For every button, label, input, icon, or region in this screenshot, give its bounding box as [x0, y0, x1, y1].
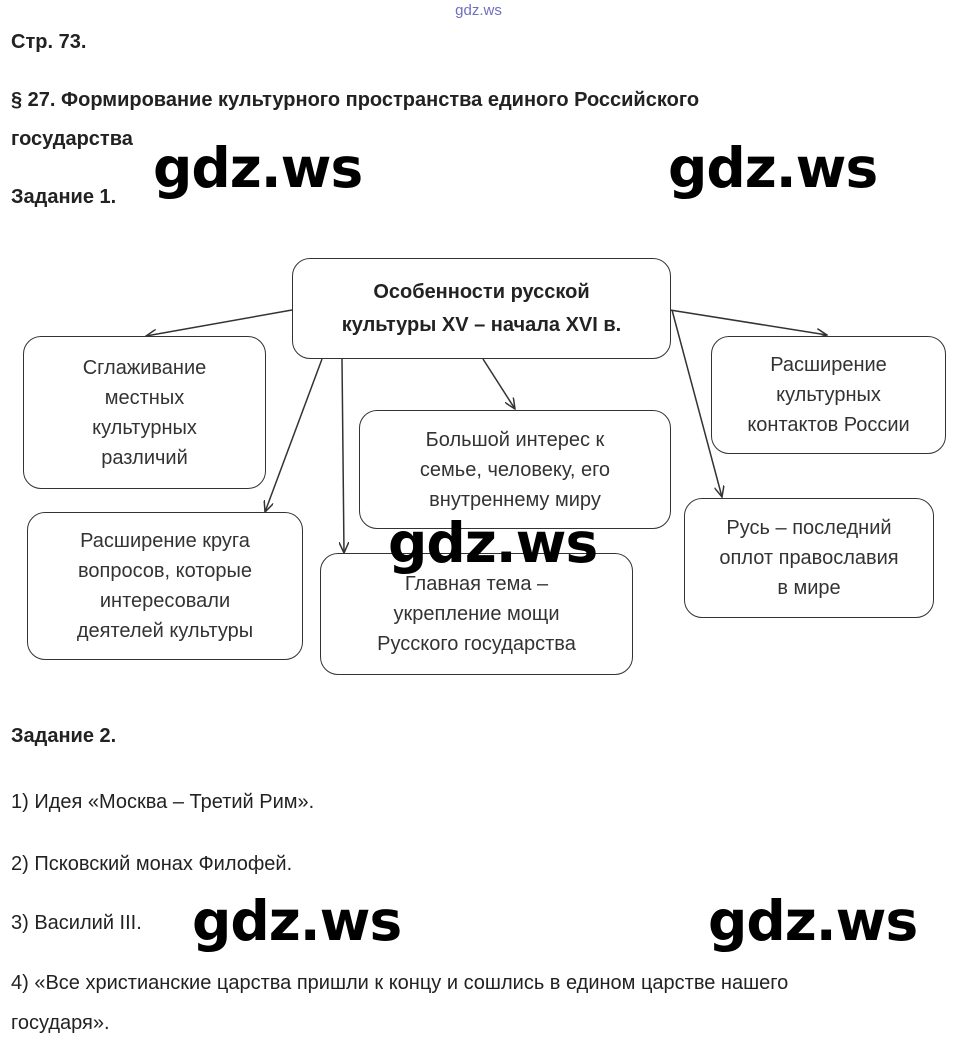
arrow-to-interest: [482, 358, 515, 409]
task2-item-4-cont: государя».: [11, 1012, 110, 1034]
task2-item-4: 4) «Все христианские царства пришли к ко…: [11, 972, 789, 994]
task2-item-1: 1) Идея «Москва – Третий Рим».: [11, 791, 315, 813]
arrow-to-theme: [342, 358, 344, 553]
task2-item-3: 3) Василий III.: [11, 912, 142, 934]
section-title-line1: § 27. Формирование культурного пространс…: [11, 89, 700, 111]
arrow-to-smoothing: [146, 309, 293, 336]
watermark: gdz.ws: [388, 511, 598, 575]
diagram-center-box: Особенности русской культуры XV – начала…: [292, 258, 671, 359]
box-circle: Расширение круга вопросов, которые интер…: [27, 512, 303, 660]
box-contacts: Расширение культурных контактов России: [711, 336, 946, 454]
task2-item-2: 2) Псковский монах Филофей.: [11, 853, 293, 875]
watermark: gdz.ws: [708, 889, 918, 953]
watermark: gdz.ws: [668, 136, 878, 200]
arrow-to-circle: [265, 358, 323, 512]
section-title-line2: государства: [11, 128, 133, 150]
site-mark: gdz.ws: [455, 2, 502, 19]
page-number: Стр. 73.: [11, 31, 87, 53]
box-theme: Главная тема – укрепление мощи Русского …: [320, 553, 633, 675]
task1-title: Задание 1.: [11, 186, 117, 208]
box-interest: Большой интерес к семье, человеку, его в…: [359, 410, 671, 529]
box-rus: Русь – последний оплот православия в мир…: [684, 498, 934, 618]
arrow-to-contacts: [669, 309, 827, 335]
arrow-to-rus: [671, 309, 722, 497]
box-smoothing: Сглаживание местных культурных различий: [23, 336, 266, 489]
task2-title: Задание 2.: [11, 725, 117, 747]
watermark: gdz.ws: [192, 889, 402, 953]
watermark: gdz.ws: [153, 136, 363, 200]
